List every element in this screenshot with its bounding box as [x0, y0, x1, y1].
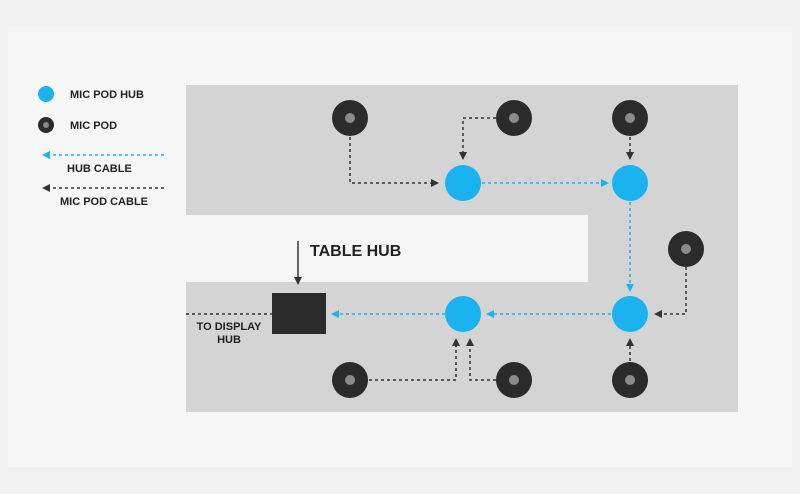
- mic-pod-top-left: [332, 100, 368, 136]
- mic-pod-hub-top-right: [612, 165, 648, 201]
- mic-pod-right: [668, 231, 704, 267]
- mic-pod-hubs: [445, 165, 648, 332]
- mic-pod-top-right: [612, 100, 648, 136]
- table-hub-label: TABLE HUB: [310, 243, 401, 260]
- mic-pod-cables: [186, 117, 687, 381]
- pod-cable-top-mid: [459, 117, 496, 160]
- mic-pod-hub-bottom-left: [445, 296, 481, 332]
- legend-pod-cable-label: MIC POD CABLE: [60, 196, 148, 208]
- hub-cables: [331, 179, 634, 318]
- legend-pod-label: MIC POD: [70, 120, 117, 132]
- pod-cable-bottom-mid: [466, 338, 496, 381]
- legend-pod-icon-center: [43, 122, 49, 128]
- legend-hub-icon: [38, 86, 54, 102]
- pod-cable-top-left: [349, 137, 439, 187]
- to-display-hub-label-line1: TO DISPLAY: [197, 321, 262, 333]
- legend-hub-label: MIC POD HUB: [70, 89, 144, 101]
- table-shape: [186, 85, 738, 412]
- legend: MIC POD HUB MIC POD HUB CABLE MIC POD CA…: [38, 86, 164, 208]
- mic-pod-top-mid: [496, 100, 532, 136]
- pod-cable-right: [654, 267, 687, 318]
- mic-pod-bottom-left: [332, 362, 368, 398]
- legend-hub-cable-label: HUB CABLE: [67, 163, 132, 175]
- table-hub-box: [272, 293, 326, 334]
- mic-pod-hub-top-left: [445, 165, 481, 201]
- mic-pods: [332, 100, 704, 398]
- mic-pod-hub-bottom-right: [612, 296, 648, 332]
- mic-pod-bottom-right: [612, 362, 648, 398]
- to-display-hub-label-line2: HUB: [217, 334, 241, 346]
- pod-cable-bottom-left: [369, 338, 460, 381]
- mic-pod-bottom-mid: [496, 362, 532, 398]
